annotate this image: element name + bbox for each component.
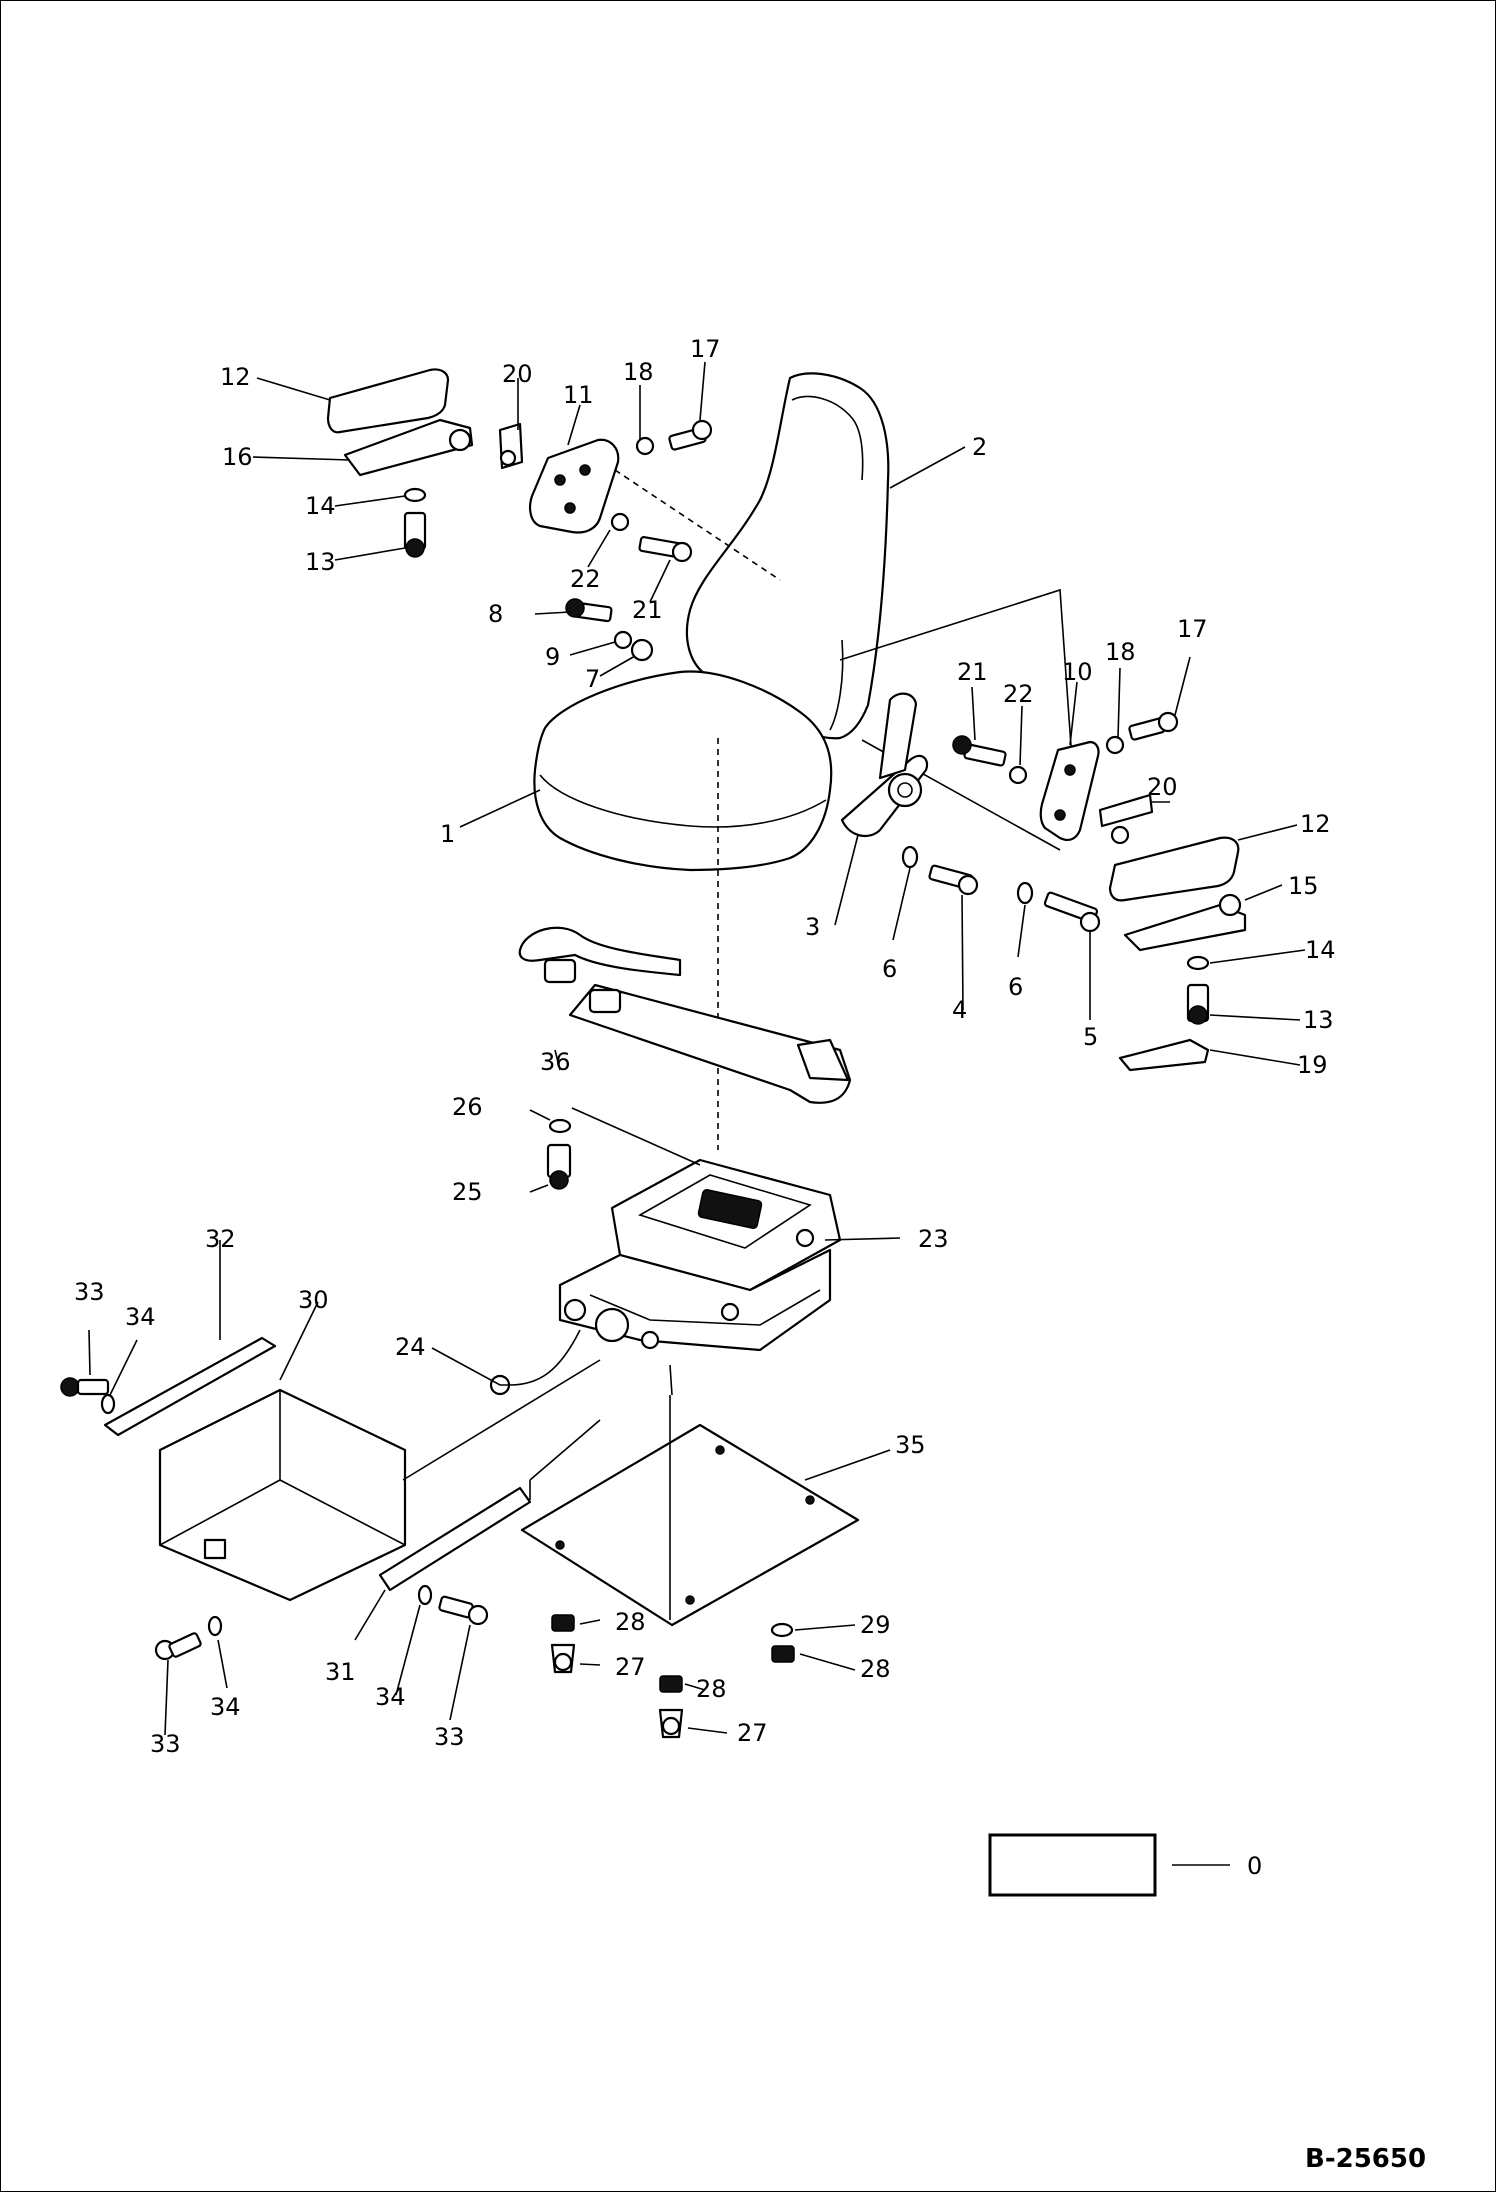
seat-cushion-part [533,670,833,1150]
callout-8: 8 [488,600,503,628]
callout-31: 31 [325,1658,356,1686]
callout-labels: 1 2 3 4 5 6 6 7 8 9 10 11 12 12 13 13 14… [74,335,1426,2174]
callout-21b: 21 [957,658,988,686]
callout-13b: 13 [1303,1006,1334,1034]
drawing-code: B-25650 [1305,2144,1426,2174]
seat-suspension-part [558,1158,842,1396]
callout-26: 26 [452,1093,483,1121]
callout-28c: 28 [860,1655,891,1683]
callout-9: 9 [545,643,560,671]
callout-6a: 6 [882,955,897,983]
callout-2: 2 [972,433,987,461]
callout-5: 5 [1083,1023,1098,1051]
callout-34c: 34 [375,1683,406,1711]
callout-16: 16 [222,443,253,471]
legend-box-label: 0 [1247,1852,1262,1880]
callout-6b: 6 [1008,973,1023,1001]
callout-7: 7 [585,665,600,693]
callout-33a: 33 [74,1278,105,1306]
fasteners-floor-area [550,1614,795,1739]
callout-22a: 22 [570,565,601,593]
callout-22b: 22 [1003,680,1034,708]
callout-18b: 18 [1105,638,1136,666]
callout-20b: 20 [1147,773,1178,801]
callout-17a: 17 [690,335,721,363]
seat-belt-part [518,926,852,1104]
callout-28a: 28 [615,1608,646,1636]
callout-11: 11 [563,381,594,409]
callout-18a: 18 [623,358,654,386]
callout-28b: 28 [696,1675,727,1703]
armrest-left-part [326,368,450,434]
armrest-right-part [1108,836,1240,902]
callout-27b: 27 [737,1719,768,1747]
legend-box [988,1833,1157,1897]
callout-34a: 34 [125,1303,156,1331]
callout-34b: 34 [210,1693,241,1721]
callout-20a: 20 [502,360,533,388]
callout-13a: 13 [305,548,336,576]
fasteners-seat-area [403,419,1210,1025]
recliner-bracket-part [840,692,929,838]
callout-24: 24 [395,1333,426,1361]
armrest-bracket-right-part [1123,893,1247,952]
callout-14a: 14 [305,492,336,520]
bracket-rail-32-part [103,1336,277,1437]
callout-10: 10 [1062,658,1093,686]
callout-21a: 21 [632,596,663,624]
callout-32: 32 [205,1225,236,1253]
bracket-rail-31-part [378,1480,532,1592]
fasteners-suspension-top [546,1118,572,1190]
armrest-bracket-left-part [343,418,474,477]
callout-12b: 12 [1300,810,1331,838]
callout-35: 35 [895,1431,926,1459]
callout-17b: 17 [1177,615,1208,643]
callout-1: 1 [440,820,455,848]
callout-19: 19 [1297,1051,1328,1079]
floor-plate-part [520,1395,860,1627]
armrest-stopper-part [1118,1038,1210,1072]
storage-box-part [158,1388,407,1602]
callout-23: 23 [918,1225,949,1253]
callout-29: 29 [860,1611,891,1639]
callout-27a: 27 [615,1653,646,1681]
hinge-plate-right-part [1039,740,1100,841]
callout-30: 30 [298,1286,329,1314]
callout-33b: 33 [150,1730,181,1758]
callout-3: 3 [805,913,820,941]
callout-36: 36 [540,1048,571,1076]
leader-lines [88,361,1306,1866]
callout-14b: 14 [1305,936,1336,964]
hinge-plate-left-part [529,438,620,534]
callout-15: 15 [1288,872,1319,900]
fasteners-box-area [60,1377,489,1661]
callout-33c: 33 [434,1723,465,1751]
callout-4: 4 [952,996,967,1024]
callout-25: 25 [452,1178,483,1206]
callout-12a: 12 [220,363,251,391]
